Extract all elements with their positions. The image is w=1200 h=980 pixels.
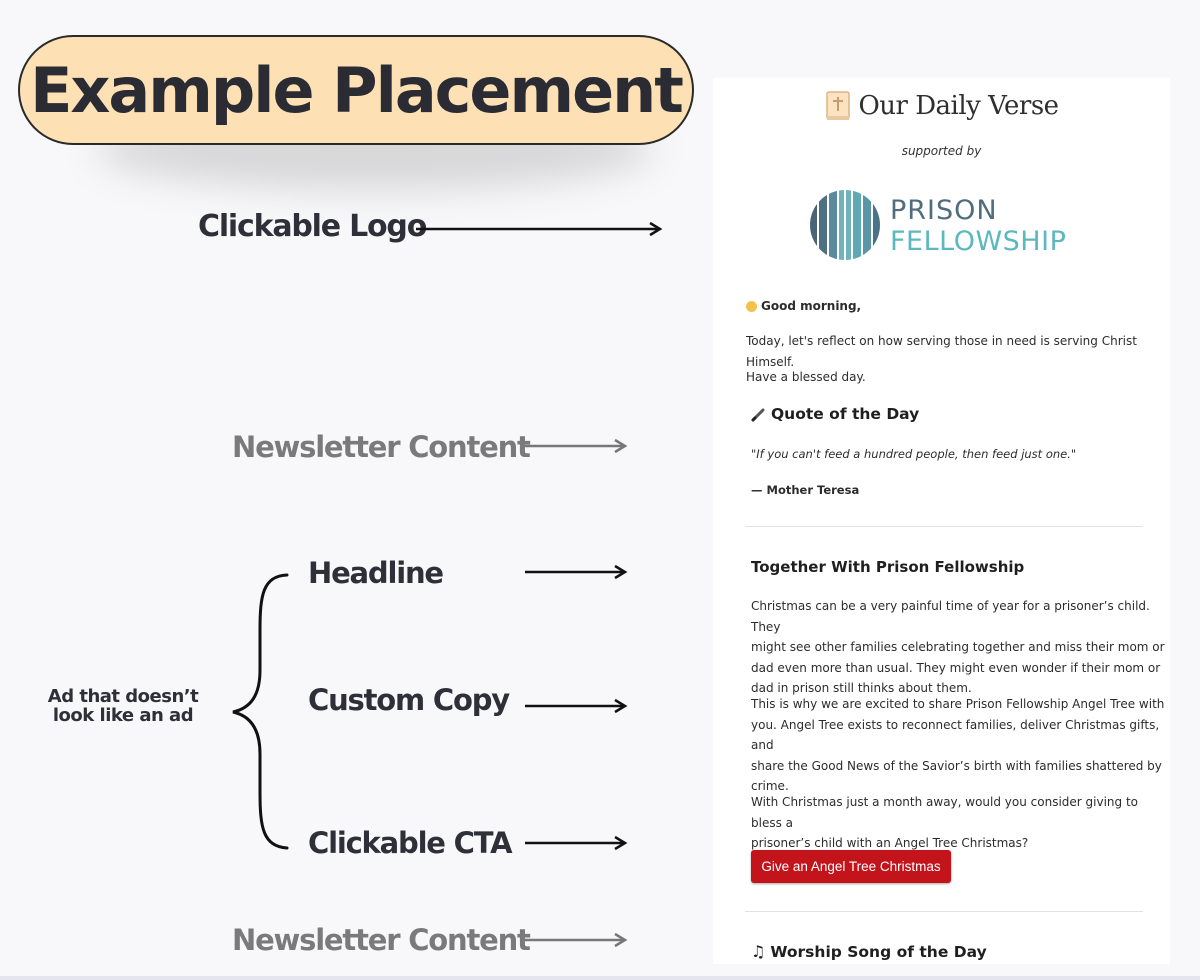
ad-copy-paragraph-2: This is why we are excited to share Pris… xyxy=(751,694,1170,797)
label-clickable-cta: Clickable CTA xyxy=(308,826,513,860)
title-pill: Example Placement xyxy=(18,35,694,145)
arrow-custom-copy xyxy=(525,698,628,714)
ad-copy-line: With Christmas just a month away, would … xyxy=(751,795,1139,830)
ad-copy-line: This is why we are excited to share Pris… xyxy=(751,697,1165,711)
supported-by-label: supported by xyxy=(901,144,982,158)
worship-heading: ♫ Worship Song of the Day xyxy=(751,942,987,961)
newsletter-panel: Our Daily Verse supported by PRISON FELL… xyxy=(713,78,1170,964)
arrow-headline xyxy=(525,564,628,580)
label-newsletter-content-bottom: Newsletter Content xyxy=(232,923,531,957)
bottom-strip xyxy=(0,976,1200,980)
bible-icon xyxy=(826,91,851,120)
ad-copy-line: dad even more than usual. They might eve… xyxy=(751,660,1161,675)
smile-icon xyxy=(746,300,757,312)
ad-note-line2: look like an ad xyxy=(52,705,194,726)
ad-note: Ad that doesn’t look like an ad xyxy=(40,687,206,725)
arrow-newsletter-content-top xyxy=(525,438,628,454)
ad-copy-line: you. Angel Tree exists to reconnect fami… xyxy=(751,717,1160,753)
ad-copy-paragraph-3: With Christmas just a month away, would … xyxy=(751,792,1170,854)
label-headline: Headline xyxy=(308,556,444,590)
music-note-icon: ♫ xyxy=(751,942,766,961)
arrow-newsletter-content-bottom xyxy=(525,932,628,948)
quote-heading-text: Quote of the Day xyxy=(771,405,920,423)
quote-author: — Mother Teresa xyxy=(751,483,860,497)
divider-bottom xyxy=(745,911,1143,912)
pen-icon xyxy=(751,408,765,421)
ad-copy-line: Christmas can be a very painful time of … xyxy=(751,599,1150,634)
arrow-clickable-cta xyxy=(525,835,628,851)
ad-copy-paragraph-1: Christmas can be a very painful time of … xyxy=(751,596,1170,699)
divider-top xyxy=(745,526,1143,527)
label-newsletter-content-top: Newsletter Content xyxy=(232,430,531,464)
ad-headline: Together With Prison Fellowship xyxy=(751,558,1025,576)
quote-heading: Quote of the Day xyxy=(751,405,919,423)
newsletter-title: Our Daily Verse xyxy=(858,91,1059,121)
ad-copy-line: might see other families celebrating tog… xyxy=(751,640,1165,654)
ad-note-line1: Ad that doesn’t xyxy=(47,686,199,707)
curly-brace xyxy=(232,573,289,850)
label-custom-copy: Custom Copy xyxy=(308,683,510,717)
cta-button[interactable]: Give an Angel Tree Christmas xyxy=(751,850,951,883)
sign-off-text: Have a blessed day. xyxy=(746,370,866,384)
logo-text-fellowship: FELLOWSHIP xyxy=(890,226,1067,257)
ad-copy-line: share the Good News of the Savior’s birt… xyxy=(751,758,1162,773)
logo-text-prison: PRISON xyxy=(890,195,998,226)
quote-text: "If you can't feed a hundred people, the… xyxy=(751,447,1077,461)
page-title: Example Placement xyxy=(30,53,684,127)
ad-copy-line: prisoner’s child with an Angel Tree Chri… xyxy=(751,836,1029,850)
greeting-text: Good morning, xyxy=(761,299,862,313)
ad-copy-line: dad in prison still thinks about them. xyxy=(751,681,972,695)
newsletter-header: Our Daily Verse xyxy=(713,90,1170,122)
greeting: Good morning, xyxy=(746,296,861,317)
worship-heading-text: Worship Song of the Day xyxy=(770,942,987,961)
ad-copy-line: crime. xyxy=(751,779,789,793)
arrow-clickable-logo xyxy=(416,221,663,237)
label-clickable-logo: Clickable Logo xyxy=(198,209,427,244)
prison-fellowship-logo[interactable] xyxy=(808,188,1088,263)
intro-text: Today, let's reflect on how serving thos… xyxy=(746,334,1137,369)
